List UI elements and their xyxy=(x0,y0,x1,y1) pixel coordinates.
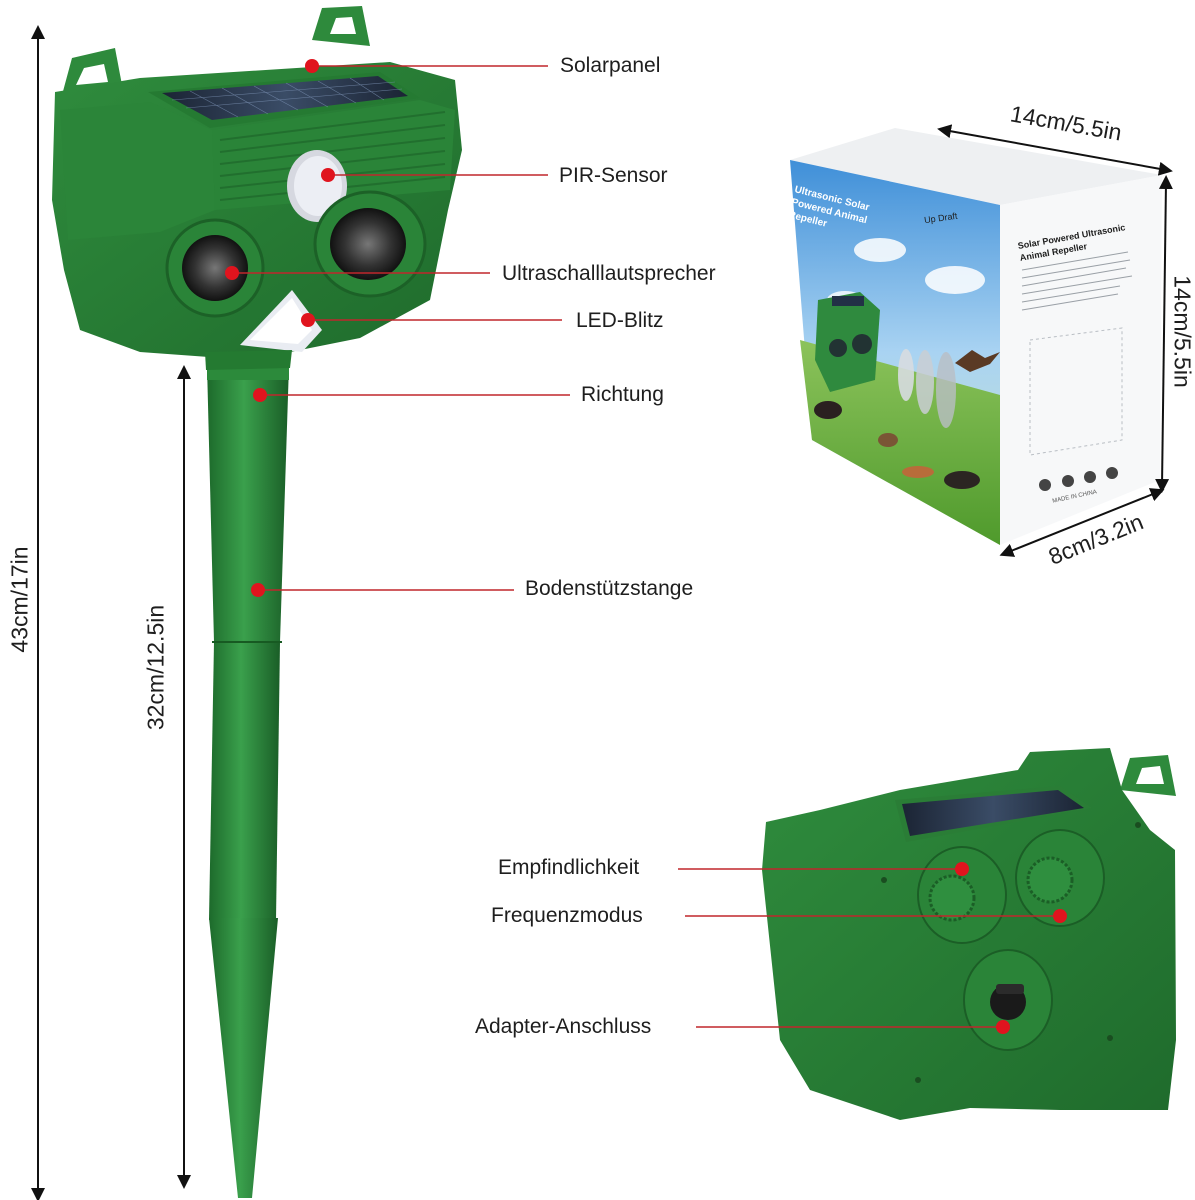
dim-box-height: 14cm/5.5in xyxy=(1169,275,1195,388)
dim-stake-height: 32cm/12.5in xyxy=(142,604,169,731)
label-frequency-mode: Frequenzmodus xyxy=(491,904,643,927)
label-sensitivity: Empfindlichkeit xyxy=(498,856,640,879)
ground-stake xyxy=(207,365,289,1198)
label-led-flash: LED-Blitz xyxy=(576,309,664,332)
box-width-arrow xyxy=(937,124,1173,176)
box-height-arrow xyxy=(1155,175,1173,493)
callout-dots-back xyxy=(955,862,1067,1034)
device-back-view xyxy=(762,748,1176,1120)
callout-lines-main xyxy=(232,65,570,591)
label-pir-sensor: PIR-Sensor xyxy=(559,164,668,187)
callout-lines-back xyxy=(678,868,1060,1028)
dim-total-height: 43cm/17in xyxy=(6,546,33,653)
box-depth-arrow xyxy=(999,488,1165,557)
label-adapter-port: Adapter-Anschluss xyxy=(475,1015,652,1038)
callout-dots-main xyxy=(225,59,335,597)
label-solarpanel: Solarpanel xyxy=(560,54,661,77)
label-direction: Richtung xyxy=(581,383,664,406)
label-ground-stake: Bodenstützstange xyxy=(525,577,694,600)
device-head xyxy=(52,6,462,370)
package-box xyxy=(790,128,1162,545)
label-ultrasonic-speaker: Ultraschalllautsprecher xyxy=(502,262,716,285)
